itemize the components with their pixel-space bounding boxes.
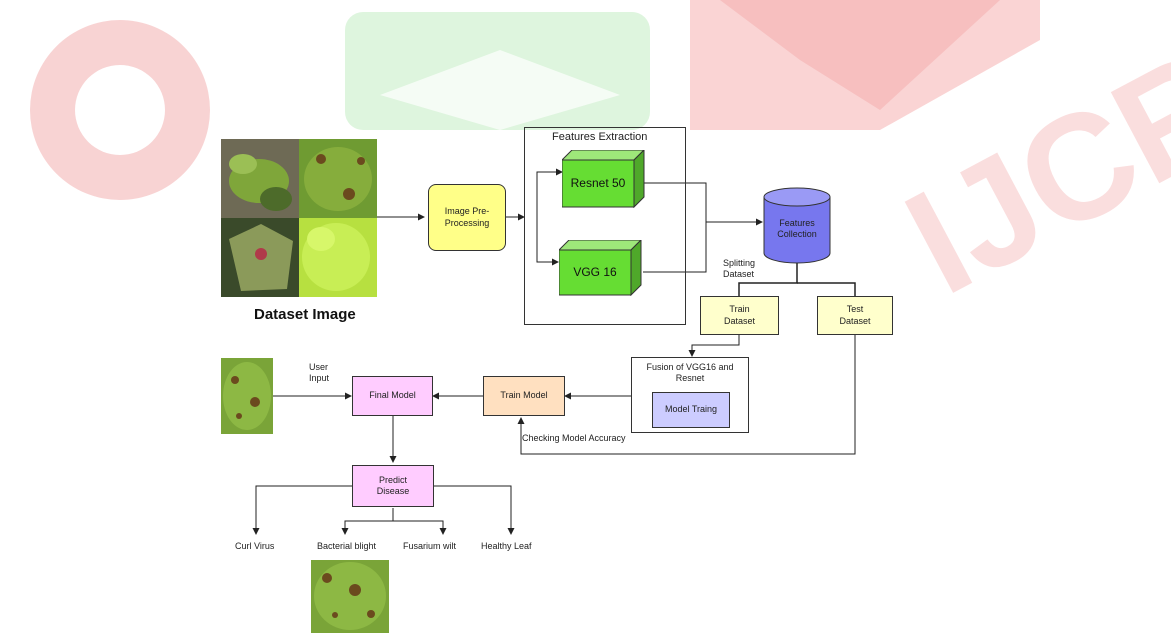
leaf-photo-icon xyxy=(221,358,273,434)
train-dataset-node: Train Dataset xyxy=(700,296,779,335)
vgg-cube xyxy=(559,240,642,296)
vgg-label: VGG 16 xyxy=(573,265,617,279)
final-model-node: Final Model xyxy=(352,376,433,416)
resnet-label: Resnet 50 xyxy=(570,176,626,190)
features-extraction-container xyxy=(524,127,686,325)
checking-accuracy-label: Checking Model Accuracy xyxy=(522,433,626,443)
fusion-title: Fusion of VGG16 and Resnet xyxy=(646,362,734,383)
dataset-image-caption: Dataset Image xyxy=(254,306,356,323)
leaf-photos-icon xyxy=(221,139,377,297)
edge-split-test xyxy=(797,282,856,296)
splitting-dataset-label: Splitting Dataset xyxy=(723,258,756,279)
edge-predict-healthy xyxy=(434,485,515,535)
dataset-image-grid xyxy=(221,139,377,297)
output-bacterial-blight: Bacterial blight xyxy=(317,541,377,551)
test-dataset-node: Test Dataset xyxy=(817,296,893,335)
user-input-label: User Input xyxy=(309,362,330,383)
features-collection-cylinder xyxy=(763,187,831,264)
output-fusarium-wilt: Fusarium wilt xyxy=(403,541,457,551)
image-preprocessing-node: Image Pre- Processing xyxy=(428,184,506,251)
edge-predict-mid xyxy=(341,508,394,535)
features-collection-label: Features Collection xyxy=(777,218,817,240)
output-healthy-leaf: Healthy Leaf xyxy=(481,541,532,551)
leaf-photo-icon xyxy=(311,560,389,633)
edge-predict-curl xyxy=(252,485,352,535)
output-leaf-image xyxy=(311,560,389,633)
predict-disease-node: Predict Disease xyxy=(352,465,434,507)
train-model-node: Train Model xyxy=(483,376,565,416)
output-curl-virus: Curl Virus xyxy=(235,541,275,551)
edge-train-fusion xyxy=(688,335,740,357)
user-input-image xyxy=(221,358,273,434)
model-training-node: Model Traing xyxy=(652,392,730,428)
edge-predict-mid2 xyxy=(393,520,447,535)
resnet-cube xyxy=(562,150,645,208)
features-extraction-title: Features Extraction xyxy=(552,131,648,143)
